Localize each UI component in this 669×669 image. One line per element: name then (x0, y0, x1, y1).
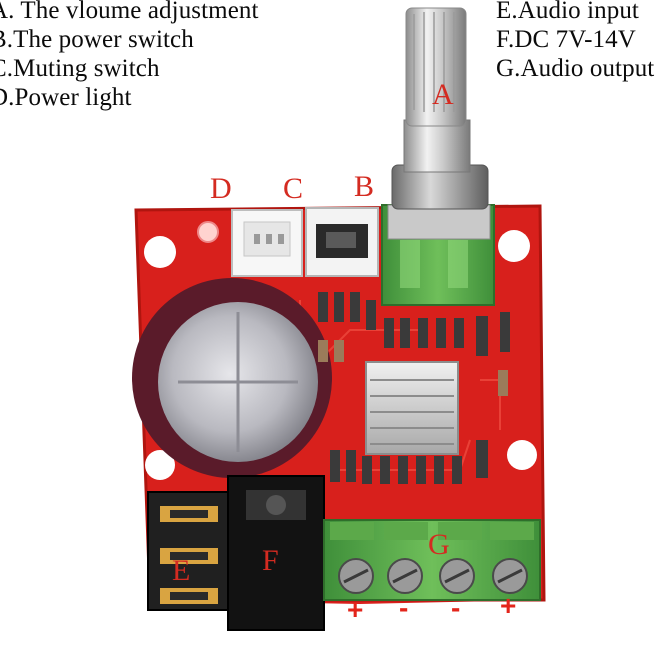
legend-item-c: C.Muting switch (0, 55, 160, 82)
polarity-mark-4: + (500, 590, 517, 621)
callout-d: D (210, 172, 232, 205)
legend-item-d: D.Power light (0, 84, 132, 111)
callout-e: E (172, 554, 191, 587)
polarity-mark-3: - (451, 592, 461, 623)
legend-item-b: B.The power switch (0, 26, 194, 53)
legend-item-e: E.Audio input (496, 0, 639, 24)
callout-c: C (283, 172, 304, 205)
legend-left: A. The vloume adjustment B.The power swi… (0, 0, 259, 112)
legend-right: E.Audio input F.DC 7V-14V G.Audio output (496, 0, 654, 83)
callout-g: G (428, 528, 450, 561)
legend-item-g: G.Audio output (496, 55, 655, 82)
legend-item-f: F.DC 7V-14V (496, 26, 636, 53)
callout-a: A (432, 78, 454, 111)
callout-f: F (262, 544, 279, 577)
polarity-mark-1: + (347, 594, 364, 625)
polarity-mark-2: - (399, 592, 409, 623)
legend-item-a: A. The vloume adjustment (0, 0, 259, 24)
callout-b: B (354, 170, 375, 203)
